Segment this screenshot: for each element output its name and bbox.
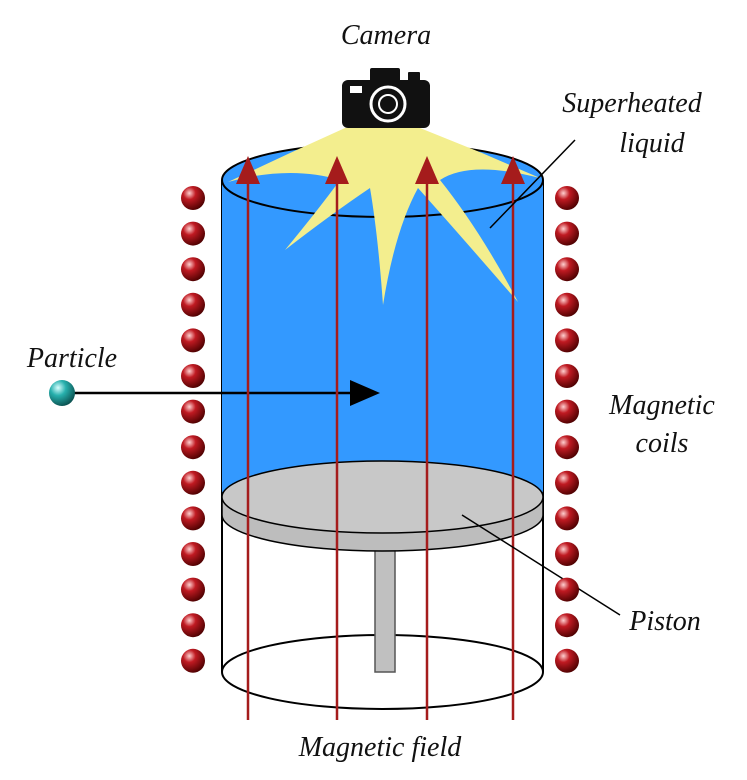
- coil-left: [181, 648, 205, 673]
- coil-left: [181, 542, 205, 566]
- coil-right: [555, 613, 579, 638]
- coil-left: [181, 257, 205, 282]
- magnetic-coils-label-line1: Magnetic: [608, 390, 715, 421]
- coil-right: [555, 435, 579, 460]
- coil-right: [555, 328, 579, 353]
- pointer-piston: [461, 514, 621, 616]
- piston-label: Piston: [628, 606, 701, 637]
- coil-right: [555, 292, 579, 317]
- coil-right: [555, 364, 579, 388]
- coil-left: [181, 506, 205, 531]
- superheated-liquid-body: [222, 180, 543, 524]
- coil-left: [181, 399, 205, 424]
- coil-right: [555, 648, 579, 673]
- coil-left: [181, 186, 205, 210]
- piston: [221, 460, 544, 552]
- coil-right: [555, 577, 579, 602]
- coil-left: [181, 328, 205, 353]
- coil-left: [181, 613, 205, 638]
- coil-left: [181, 577, 205, 602]
- magnetic-coils: [181, 186, 579, 673]
- magnetic-coils-label-line2: coils: [636, 428, 689, 459]
- particle-sphere: [49, 380, 75, 406]
- field-line: [501, 156, 525, 720]
- coil-left: [181, 435, 205, 460]
- magnetic-field-label: Magnetic field: [298, 732, 463, 763]
- superheated-liquid-label-line2: liquid: [619, 128, 685, 159]
- particle-track: [62, 380, 380, 406]
- camera-icon: [342, 68, 430, 128]
- coil-left: [181, 292, 205, 317]
- piston-rod: [374, 544, 396, 673]
- coil-right: [555, 470, 579, 495]
- coil-right: [555, 257, 579, 282]
- coil-right: [555, 506, 579, 531]
- field-line: [415, 156, 439, 720]
- field-line: [325, 156, 349, 720]
- coil-right: [555, 186, 579, 210]
- coil-right: [555, 542, 579, 566]
- camera-label: Camera: [341, 20, 431, 51]
- coil-right: [555, 399, 579, 424]
- pointer-superheated: [489, 139, 576, 229]
- track-arrowhead: [350, 380, 380, 406]
- magnetic-field-lines: [236, 156, 525, 720]
- superheated-liquid-label-line1: Superheated: [562, 88, 702, 119]
- coil-left: [181, 470, 205, 495]
- camera-light-burst: [228, 128, 540, 305]
- coil-right: [555, 221, 579, 246]
- particle-label: Particle: [26, 343, 117, 374]
- coil-left: [181, 221, 205, 246]
- field-line: [236, 156, 260, 720]
- coil-left: [181, 364, 205, 388]
